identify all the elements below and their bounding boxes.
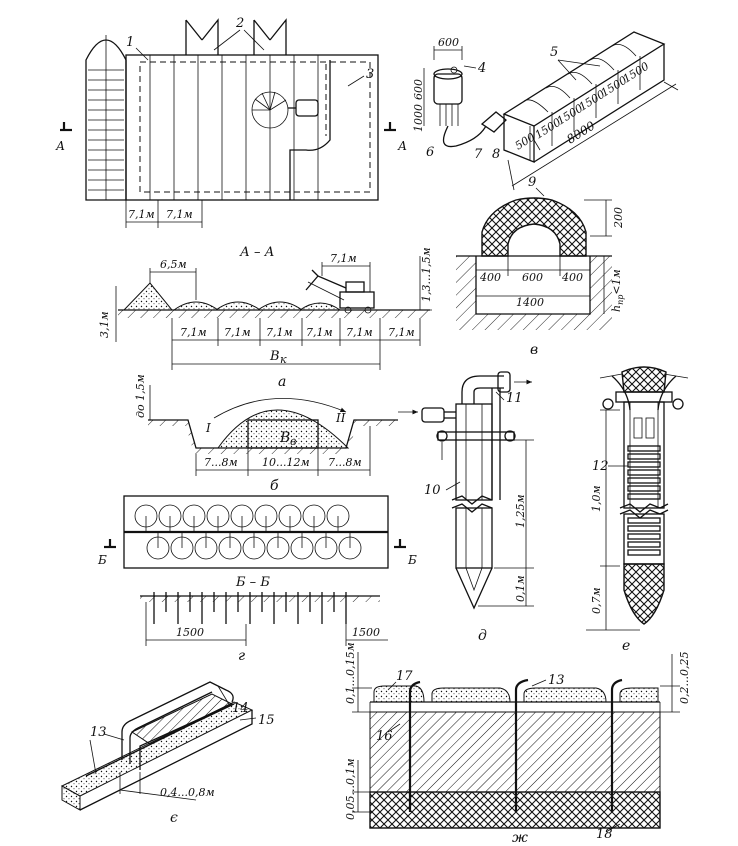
e-dim-10: 1,0м xyxy=(590,485,603,512)
zh-label: ж xyxy=(512,830,528,846)
heater-dim-600: 600 xyxy=(438,36,459,49)
roman-2: II xyxy=(335,411,346,425)
v-label: в xyxy=(530,342,538,358)
fig-b: I II В в до 1,5м 7...8м 10...12м 7...8м … xyxy=(134,374,398,494)
callout-11: 11 xyxy=(506,391,523,406)
ye-label: є xyxy=(170,810,178,826)
b-dim-left: 7...8м xyxy=(204,456,238,469)
section-mark-b-right: Б xyxy=(407,553,417,567)
callout-5: 5 xyxy=(550,45,558,60)
heater-seg-6: 1500 xyxy=(621,60,652,86)
b-label: б xyxy=(270,478,279,494)
b-dim-center: 10...12м xyxy=(262,456,310,469)
zh-dim-top-right: 0,2...0,25 xyxy=(678,652,691,704)
v-dim-400r: 400 xyxy=(561,271,583,284)
spoil-pile xyxy=(122,282,174,311)
bb-title: Б – Б xyxy=(235,575,270,590)
fig-ye: 13 14 15 0,4...0,8м є xyxy=(60,681,275,826)
d-dim-125: 1,25м xyxy=(514,494,527,528)
v-dim-200: 200 xyxy=(612,207,625,229)
fig-d: 11 10 1,25м 0,1м д xyxy=(398,371,534,644)
callout-16: 16 xyxy=(376,729,393,744)
fig-aa-section: А – А 6,5м 7,1м 1,3...1,5м xyxy=(98,245,433,390)
aa-label: а xyxy=(278,374,286,390)
aa-dim-71-top: 7,1м xyxy=(330,252,357,265)
callout-9: 9 xyxy=(528,175,536,190)
excavator-body xyxy=(295,99,319,117)
zh-dim-bottom-left: 0,05...0,1м xyxy=(344,758,357,820)
d-dim-01: 0,1м xyxy=(514,575,527,602)
aa-dim-65: 6,5м xyxy=(160,258,187,271)
excavator-elevation xyxy=(305,269,375,314)
d-label: д xyxy=(478,628,487,644)
b-dim-right: 7...8м xyxy=(328,456,362,469)
g-dim-right: 1500 xyxy=(352,626,380,639)
g-label: г xyxy=(238,648,245,664)
aa-seg-2: 7,1м xyxy=(224,326,251,339)
b-width: В xyxy=(279,430,290,446)
aa-seg-5: 7,1м xyxy=(346,326,373,339)
callout-1: 1 xyxy=(126,35,134,50)
aa-seg-6: 7,1м xyxy=(388,326,415,339)
aa-width-bk: В xyxy=(269,349,280,364)
callout-12: 12 xyxy=(592,459,609,474)
b-height: до 1,5м xyxy=(134,374,147,418)
plan-dim-right: 7,1м xyxy=(166,208,193,221)
v-dim-600: 600 xyxy=(522,271,543,284)
plan-dim-left: 7,1м xyxy=(128,208,155,221)
zh-dim-top-left: 0,1...0,15м xyxy=(344,642,357,704)
plan-field xyxy=(125,54,379,201)
v-dim-h: hпр<1м xyxy=(610,269,625,312)
section-mark-b-left: Б xyxy=(97,553,107,567)
callout-13-zh: 13 xyxy=(548,673,565,688)
e-dim-07: 0,7м xyxy=(590,587,603,614)
aa-title: А – А xyxy=(239,245,274,260)
fig-e: 12 1,0м 0,7м е xyxy=(586,366,689,654)
roman-1: I xyxy=(205,421,211,435)
callout-15: 15 xyxy=(258,713,275,728)
callout-17: 17 xyxy=(396,669,413,684)
needle-tube xyxy=(455,403,493,501)
aa-seg-3: 7,1м xyxy=(266,326,293,339)
section-mark-a-left: А xyxy=(55,139,65,153)
aa-width-bk-sub: к xyxy=(280,353,287,366)
v-dim-1400: 1400 xyxy=(516,296,544,309)
callout-7: 7 xyxy=(474,147,483,162)
callout-2: 2 xyxy=(235,16,244,31)
callout-13-ye: 13 xyxy=(90,725,107,740)
aa-seg-4: 7,1м xyxy=(306,326,333,339)
callout-8: 8 xyxy=(492,147,500,162)
fig-zh: 13 17 16 18 0,1...0,15м 0,05...0,1м 0,2.… xyxy=(344,642,691,846)
aa-seg-1: 7,1м xyxy=(180,326,207,339)
fig-a-plan: А А 1 2 3 7,1м 7,1м xyxy=(55,16,407,228)
heater-dim-1000: 1000 xyxy=(412,104,425,132)
v-dim-400l: 400 xyxy=(479,271,501,284)
aa-dim-height-right: 1,3...1,5м xyxy=(420,247,433,302)
callout-18: 18 xyxy=(596,827,613,842)
g-dim-left: 1500 xyxy=(176,626,204,639)
e-label: е xyxy=(622,638,630,654)
section-mark-a-right: А xyxy=(397,139,407,153)
fig-g: Б Б Б – Б 1500 1500 г xyxy=(97,495,417,664)
heater-unit xyxy=(433,73,463,105)
aa-dim-height-left: 3,1м xyxy=(98,311,111,338)
callout-3: 3 xyxy=(366,67,374,82)
ye-dim: 0,4...0,8м xyxy=(160,786,215,799)
cover-arch xyxy=(481,197,587,257)
heater-dim-600v: 600 xyxy=(412,79,425,100)
b-width-sub: в xyxy=(290,435,296,448)
callout-6: 6 xyxy=(426,145,434,160)
callout-10: 10 xyxy=(424,483,441,498)
callout-4: 4 xyxy=(477,61,486,76)
callout-14: 14 xyxy=(232,701,249,716)
fig-heater: 4 600 600 1000 6 7 8 xyxy=(412,31,679,191)
fig-v: 9 200 400 600 400 1400 hпр<1м в xyxy=(456,175,625,358)
